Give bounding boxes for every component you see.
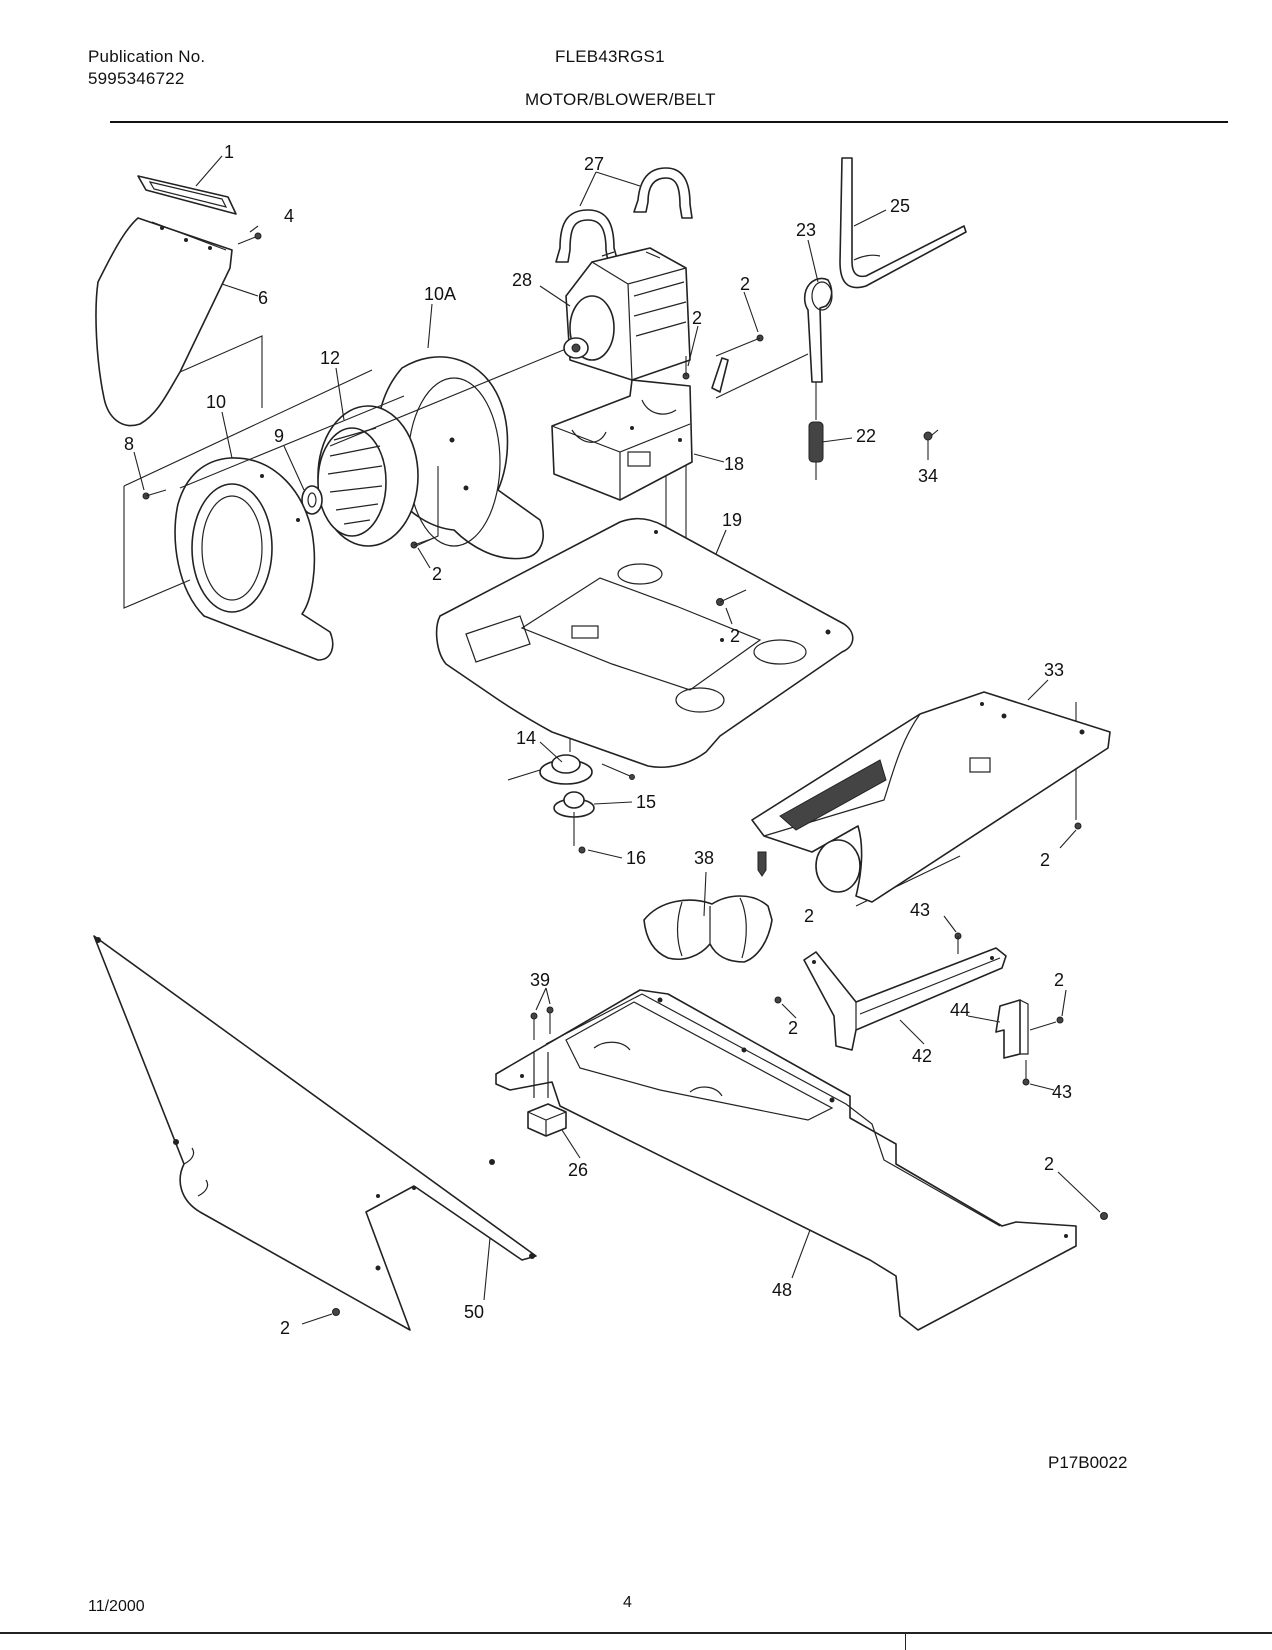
part-39-screws — [530, 1006, 554, 1098]
part-10-blower-housing-front — [174, 457, 334, 661]
callout-18: 18 — [724, 454, 744, 474]
section-title: MOTOR/BLOWER/BELT — [525, 90, 716, 109]
callout-38: 38 — [694, 848, 714, 868]
callout-2-duct-right: 2 — [1040, 850, 1050, 870]
callout-8: 8 — [124, 434, 134, 454]
callout-19: 19 — [722, 510, 742, 530]
callout-27: 27 — [584, 154, 604, 174]
part-1-gasket — [137, 175, 237, 215]
model-number: FLEB43RGS1 — [555, 47, 665, 66]
part-8-screw — [142, 489, 167, 500]
part-16-screw — [578, 846, 586, 854]
part-43-screws — [954, 932, 1030, 1086]
part-10a-blower-housing — [376, 356, 544, 560]
callout-2-blower: 2 — [432, 564, 442, 584]
part-2-screw-blower — [410, 537, 435, 549]
callout-6: 6 — [258, 288, 268, 308]
callout-22: 22 — [856, 426, 876, 446]
callout-2-duct: 2 — [804, 906, 814, 926]
part-19-motor-base — [435, 517, 854, 768]
callout-2-basepan: 2 — [1044, 1154, 1054, 1174]
part-44-clip — [995, 999, 1057, 1059]
footer-rule-tick — [905, 1633, 906, 1650]
publication-label: Publication No. — [88, 47, 206, 66]
callout-43-bottom: 43 — [1052, 1082, 1072, 1102]
guide-lines — [123, 343, 1077, 907]
part-2-screws-motor — [682, 334, 764, 393]
part-2-screw-base — [716, 589, 747, 606]
part-26-foot-pad — [527, 1103, 567, 1137]
publication-number: 5995346722 — [88, 69, 185, 88]
part-2-screw-panel — [332, 1308, 340, 1316]
part-12-blower-wheel — [317, 405, 419, 547]
callout-1: 1 — [224, 142, 234, 162]
callout-12: 12 — [320, 348, 340, 368]
callout-2-motor-right: 2 — [740, 274, 750, 294]
callout-50: 50 — [464, 1302, 484, 1322]
leader-lines — [133, 155, 1101, 1325]
part-6-housing-cover — [95, 217, 263, 427]
part-18-motor-mount — [551, 379, 693, 501]
drawing-code: P17B0022 — [1048, 1453, 1128, 1472]
callout-15: 15 — [636, 792, 656, 812]
callout-48: 48 — [772, 1280, 792, 1300]
callout-2-motor-left: 2 — [692, 308, 702, 328]
callout-33: 33 — [1044, 660, 1064, 680]
callout-39: 39 — [530, 970, 550, 990]
callout-25: 25 — [890, 196, 910, 216]
callout-26: 26 — [568, 1160, 588, 1180]
part-2-screws-bracket — [774, 996, 1064, 1024]
part-2-screws-duct — [757, 822, 1082, 877]
callout-28: 28 — [512, 270, 532, 290]
part-14-thermostat — [507, 754, 635, 785]
callout-4: 4 — [284, 206, 294, 226]
part-33-exhaust-duct — [751, 691, 1111, 903]
part-15-thermostat-base — [553, 791, 595, 846]
footer-date: 11/2000 — [88, 1598, 145, 1615]
callout-44: 44 — [950, 1000, 970, 1020]
part-4-screw — [237, 232, 262, 245]
callout-34: 34 — [918, 466, 938, 486]
part-28-drive-motor — [563, 247, 691, 381]
part-2-screw-basepan — [1100, 1212, 1108, 1220]
part-48-base-pan — [495, 989, 1077, 1331]
header-rule — [110, 121, 1228, 123]
callout-16: 16 — [626, 848, 646, 868]
callout-42: 42 — [912, 1046, 932, 1066]
part-38-elbow — [643, 895, 773, 963]
footer-rule — [0, 1632, 1272, 1634]
callout-9: 9 — [274, 426, 284, 446]
part-34-screw — [923, 429, 939, 441]
part-22-idler-spring — [808, 382, 824, 480]
callout-labels: 1 4 6 10A 12 10 8 9 2 27 28 2 2 23 25 22… — [124, 142, 1072, 1338]
part-25-drive-belt — [839, 157, 967, 289]
callout-14: 14 — [516, 728, 536, 748]
callout-2-bracket: 2 — [788, 1018, 798, 1038]
callout-10: 10 — [206, 392, 226, 412]
callout-10a: 10A — [424, 284, 456, 304]
callout-2-clip: 2 — [1054, 970, 1064, 990]
part-42-bracket — [803, 947, 1007, 1051]
callout-23: 23 — [796, 220, 816, 240]
part-9-washer — [301, 485, 323, 515]
callout-2-base: 2 — [730, 626, 740, 646]
callout-43-top: 43 — [910, 900, 930, 920]
part-27-motor-clamps — [555, 167, 693, 263]
part-50-rear-panel — [93, 935, 537, 1331]
part-23-idler-arm — [803, 277, 833, 383]
page-number: 4 — [623, 1594, 632, 1611]
callout-2-panel: 2 — [280, 1318, 290, 1338]
